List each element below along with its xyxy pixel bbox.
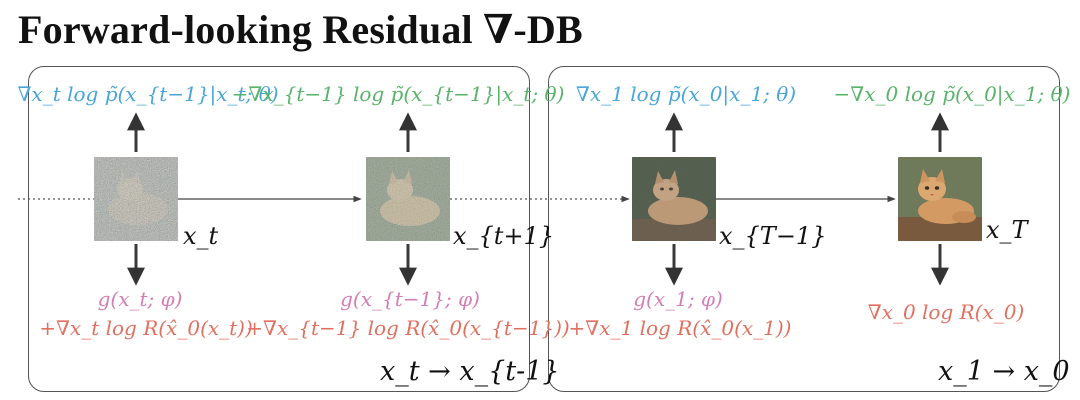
cat-image-slightly-noisy (632, 157, 716, 241)
page-title: Forward-looking Residual ∇-DB (18, 7, 583, 52)
cat-image-clean (898, 157, 982, 241)
panel-final-step (548, 66, 1060, 392)
panel-transition-label-2: x_1 → x_0 (938, 356, 1070, 387)
cat-image-noisy (366, 157, 450, 241)
top-label-2: −∇x_{t−1} log p̃(x_{t−1}|x_t; θ) (231, 82, 565, 106)
bottom-grad-label-2: +∇x_{t−1} log R(x̂_0(x_{t−1})) (246, 316, 570, 340)
state-label-2: x_{t+1} (453, 222, 555, 250)
bottom-grad-label-4: ∇x_0 log R(x_0) (867, 300, 1025, 324)
bottom-g-label-2: g(x_{t−1}; φ) (340, 287, 480, 311)
top-label-1: ∇x_t log p̃(x_{t−1}|x_t; θ) (17, 82, 279, 106)
bottom-g-label-3: g(x_1; φ) (633, 287, 723, 311)
panel-intermediate-steps (28, 66, 530, 392)
bottom-grad-label-1: +∇x_t log R(x̂_0(x_t)) (39, 316, 253, 340)
state-label-4: x_T (986, 216, 1028, 244)
panel-transition-label-1: x_t → x_{t-1} (380, 356, 560, 387)
state-label-1: x_t (183, 222, 219, 250)
top-label-3: ∇x_1 log p̃(x_0|x_1; θ) (575, 82, 797, 106)
cat-image-very-noisy (94, 157, 178, 241)
bottom-grad-label-3: +∇x_1 log R(x̂_0(x_1)) (568, 316, 792, 340)
top-label-4: −∇x_0 log p̃(x_0|x_1; θ) (833, 82, 1071, 106)
state-label-3: x_{T−1} (719, 222, 827, 250)
bottom-g-label-1: g(x_t; φ) (97, 287, 183, 311)
